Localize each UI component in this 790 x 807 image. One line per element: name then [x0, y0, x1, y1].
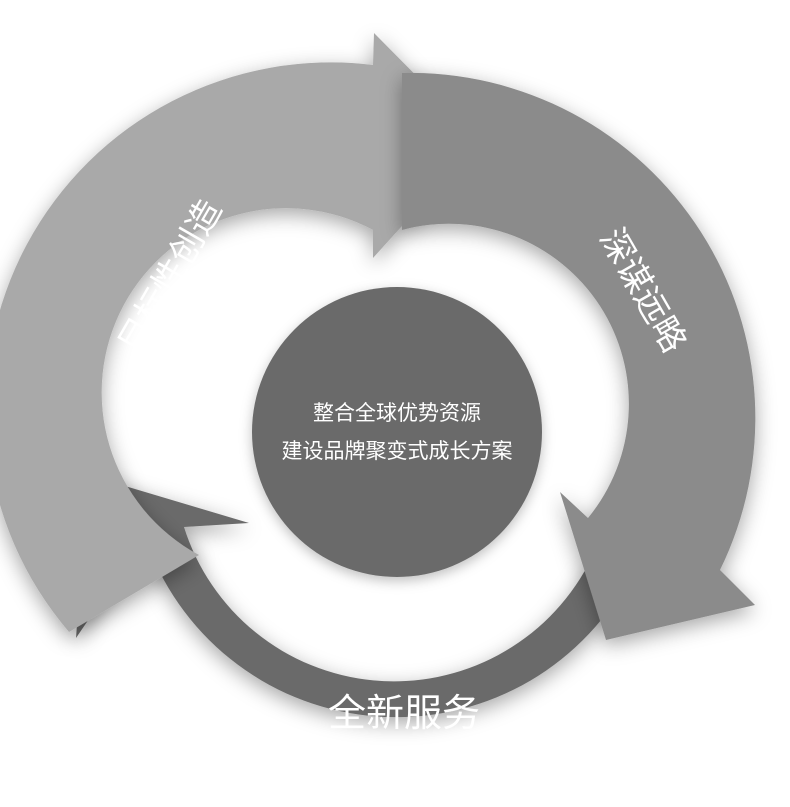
center-text-line1: 整合全球优势资源 — [313, 401, 481, 425]
segment-arrow-left — [0, 33, 480, 632]
segment-label-bottom: 全新服务 — [328, 691, 480, 735]
center-text-line2: 建设品牌聚变式成长方案 — [282, 439, 513, 463]
segment-arrow-right — [402, 72, 756, 640]
center-circle — [252, 287, 542, 577]
